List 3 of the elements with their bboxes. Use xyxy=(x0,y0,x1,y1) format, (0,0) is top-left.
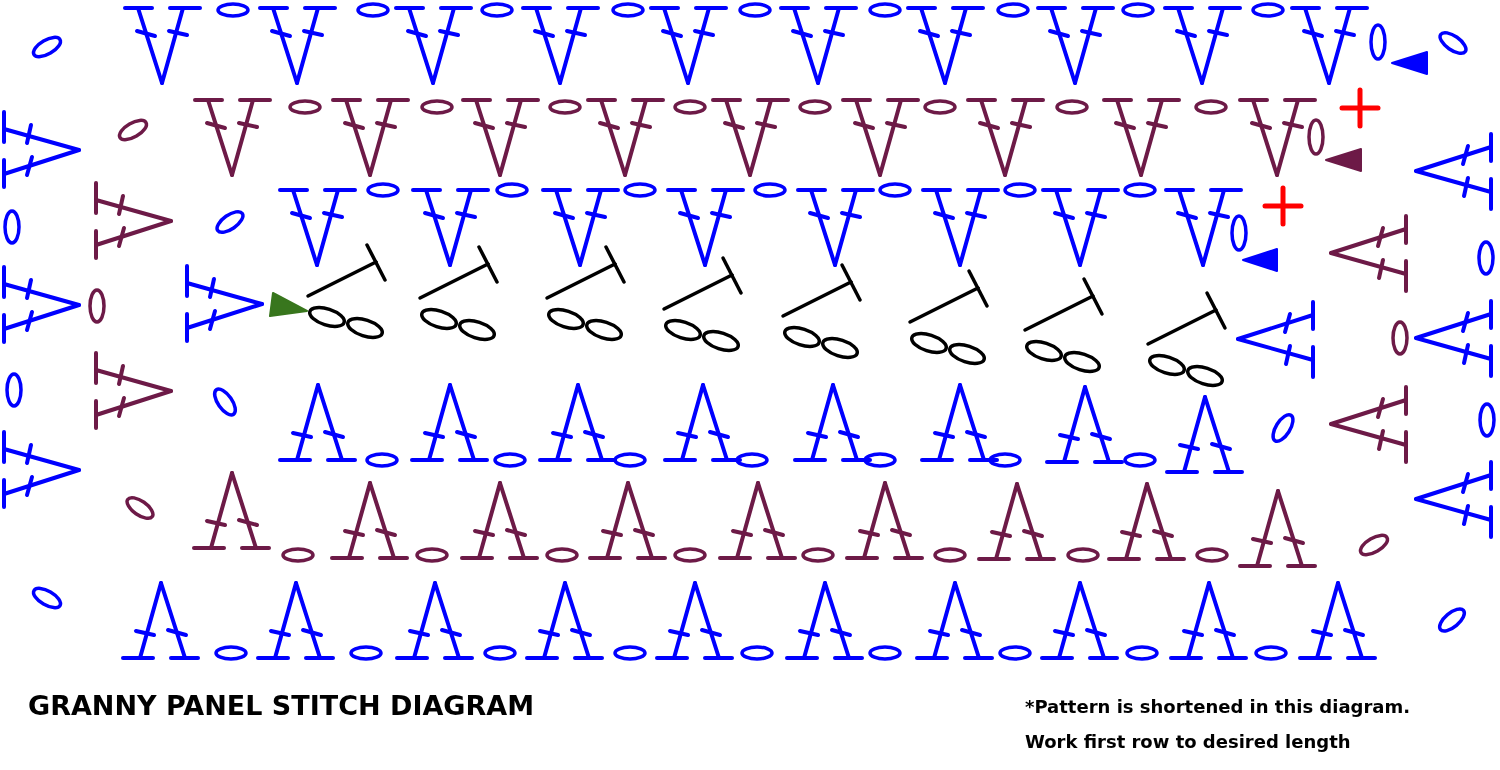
note-text: *Pattern is shortened in this diagram. xyxy=(1025,695,1411,719)
diagram-title: GRANNY PANEL STITCH DIAGRAM xyxy=(28,689,535,723)
note-text: Work first row to desired length xyxy=(1025,730,1351,754)
